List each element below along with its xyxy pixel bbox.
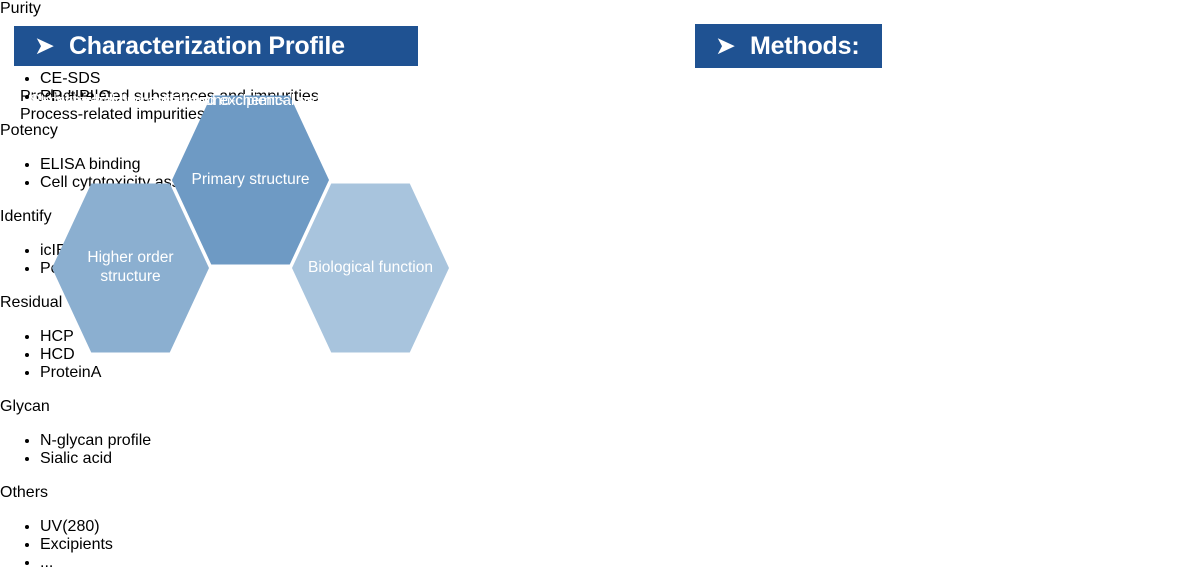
method-list-residual: HCP HCD ProteinA: [0, 328, 1195, 382]
characterization-profile-header: ➤ Characterization Profile: [14, 26, 418, 66]
list-item: CE-SDS: [40, 70, 1195, 88]
hexagon-label: Higher order structure: [87, 249, 174, 285]
hexagon-label: Receptor binding and immuno-chemical pro…: [30, 92, 366, 109]
hexagon-label: Process-related impurities: [20, 106, 205, 123]
method-title-potency: Potency: [0, 122, 58, 139]
hexagon-general-properties-and-excipients: General properties and excipients: [52, 89, 296, 114]
method-block-residual: Residual HCP HCD ProteinA: [0, 294, 1195, 382]
list-item: N-glycan profile: [40, 432, 1195, 450]
hexagon-label: Biological function: [308, 258, 433, 276]
characterization-hexagon-diagram: Primary structure Higher order structure…: [20, 88, 480, 553]
method-title-identify: Identify: [0, 208, 52, 225]
list-item: ProteinA: [40, 364, 1195, 382]
hexagon-label: General properties and excipients: [62, 92, 287, 109]
list-item: RP-HPLC: [40, 88, 1195, 106]
list-item: HCP: [40, 328, 1195, 346]
hexagon-receptor-binding-immunochemical-properties: Receptor binding and immuno-chemical pro…: [20, 89, 375, 114]
list-item: Excipients: [40, 536, 1195, 554]
method-title-others: Others: [0, 484, 49, 501]
arrow-bullet-icon: ➤: [715, 30, 736, 60]
list-item: ...: [40, 554, 1195, 572]
method-block-glycan: Glycan N-glycan profile Sialic acid: [0, 398, 1195, 468]
method-title-purity: Purity: [0, 0, 41, 17]
list-item: Sialic acid: [40, 450, 1195, 468]
hexagon-stability: Stability: [20, 89, 94, 115]
page-title: Characterization Profile: [68, 31, 345, 60]
list-item: HCD: [40, 346, 1195, 364]
method-list-glycan: N-glycan profile Sialic acid: [0, 432, 1195, 468]
list-item: ELISA binding: [40, 156, 1195, 174]
list-item: UV(280): [40, 518, 1195, 536]
hexagon-process-related-impurities: Process-related impurities: [20, 106, 480, 124]
arrow-bullet-icon: ➤: [34, 30, 55, 60]
hexagon-label: Primary structure: [191, 170, 310, 188]
method-title-glycan: Glycan: [0, 398, 50, 415]
methods-title: Methods:: [749, 31, 860, 60]
hexagon-label: Stability: [30, 92, 85, 109]
method-title-residual: Residual: [0, 294, 63, 311]
methods-header: ➤ Methods:: [695, 24, 882, 68]
